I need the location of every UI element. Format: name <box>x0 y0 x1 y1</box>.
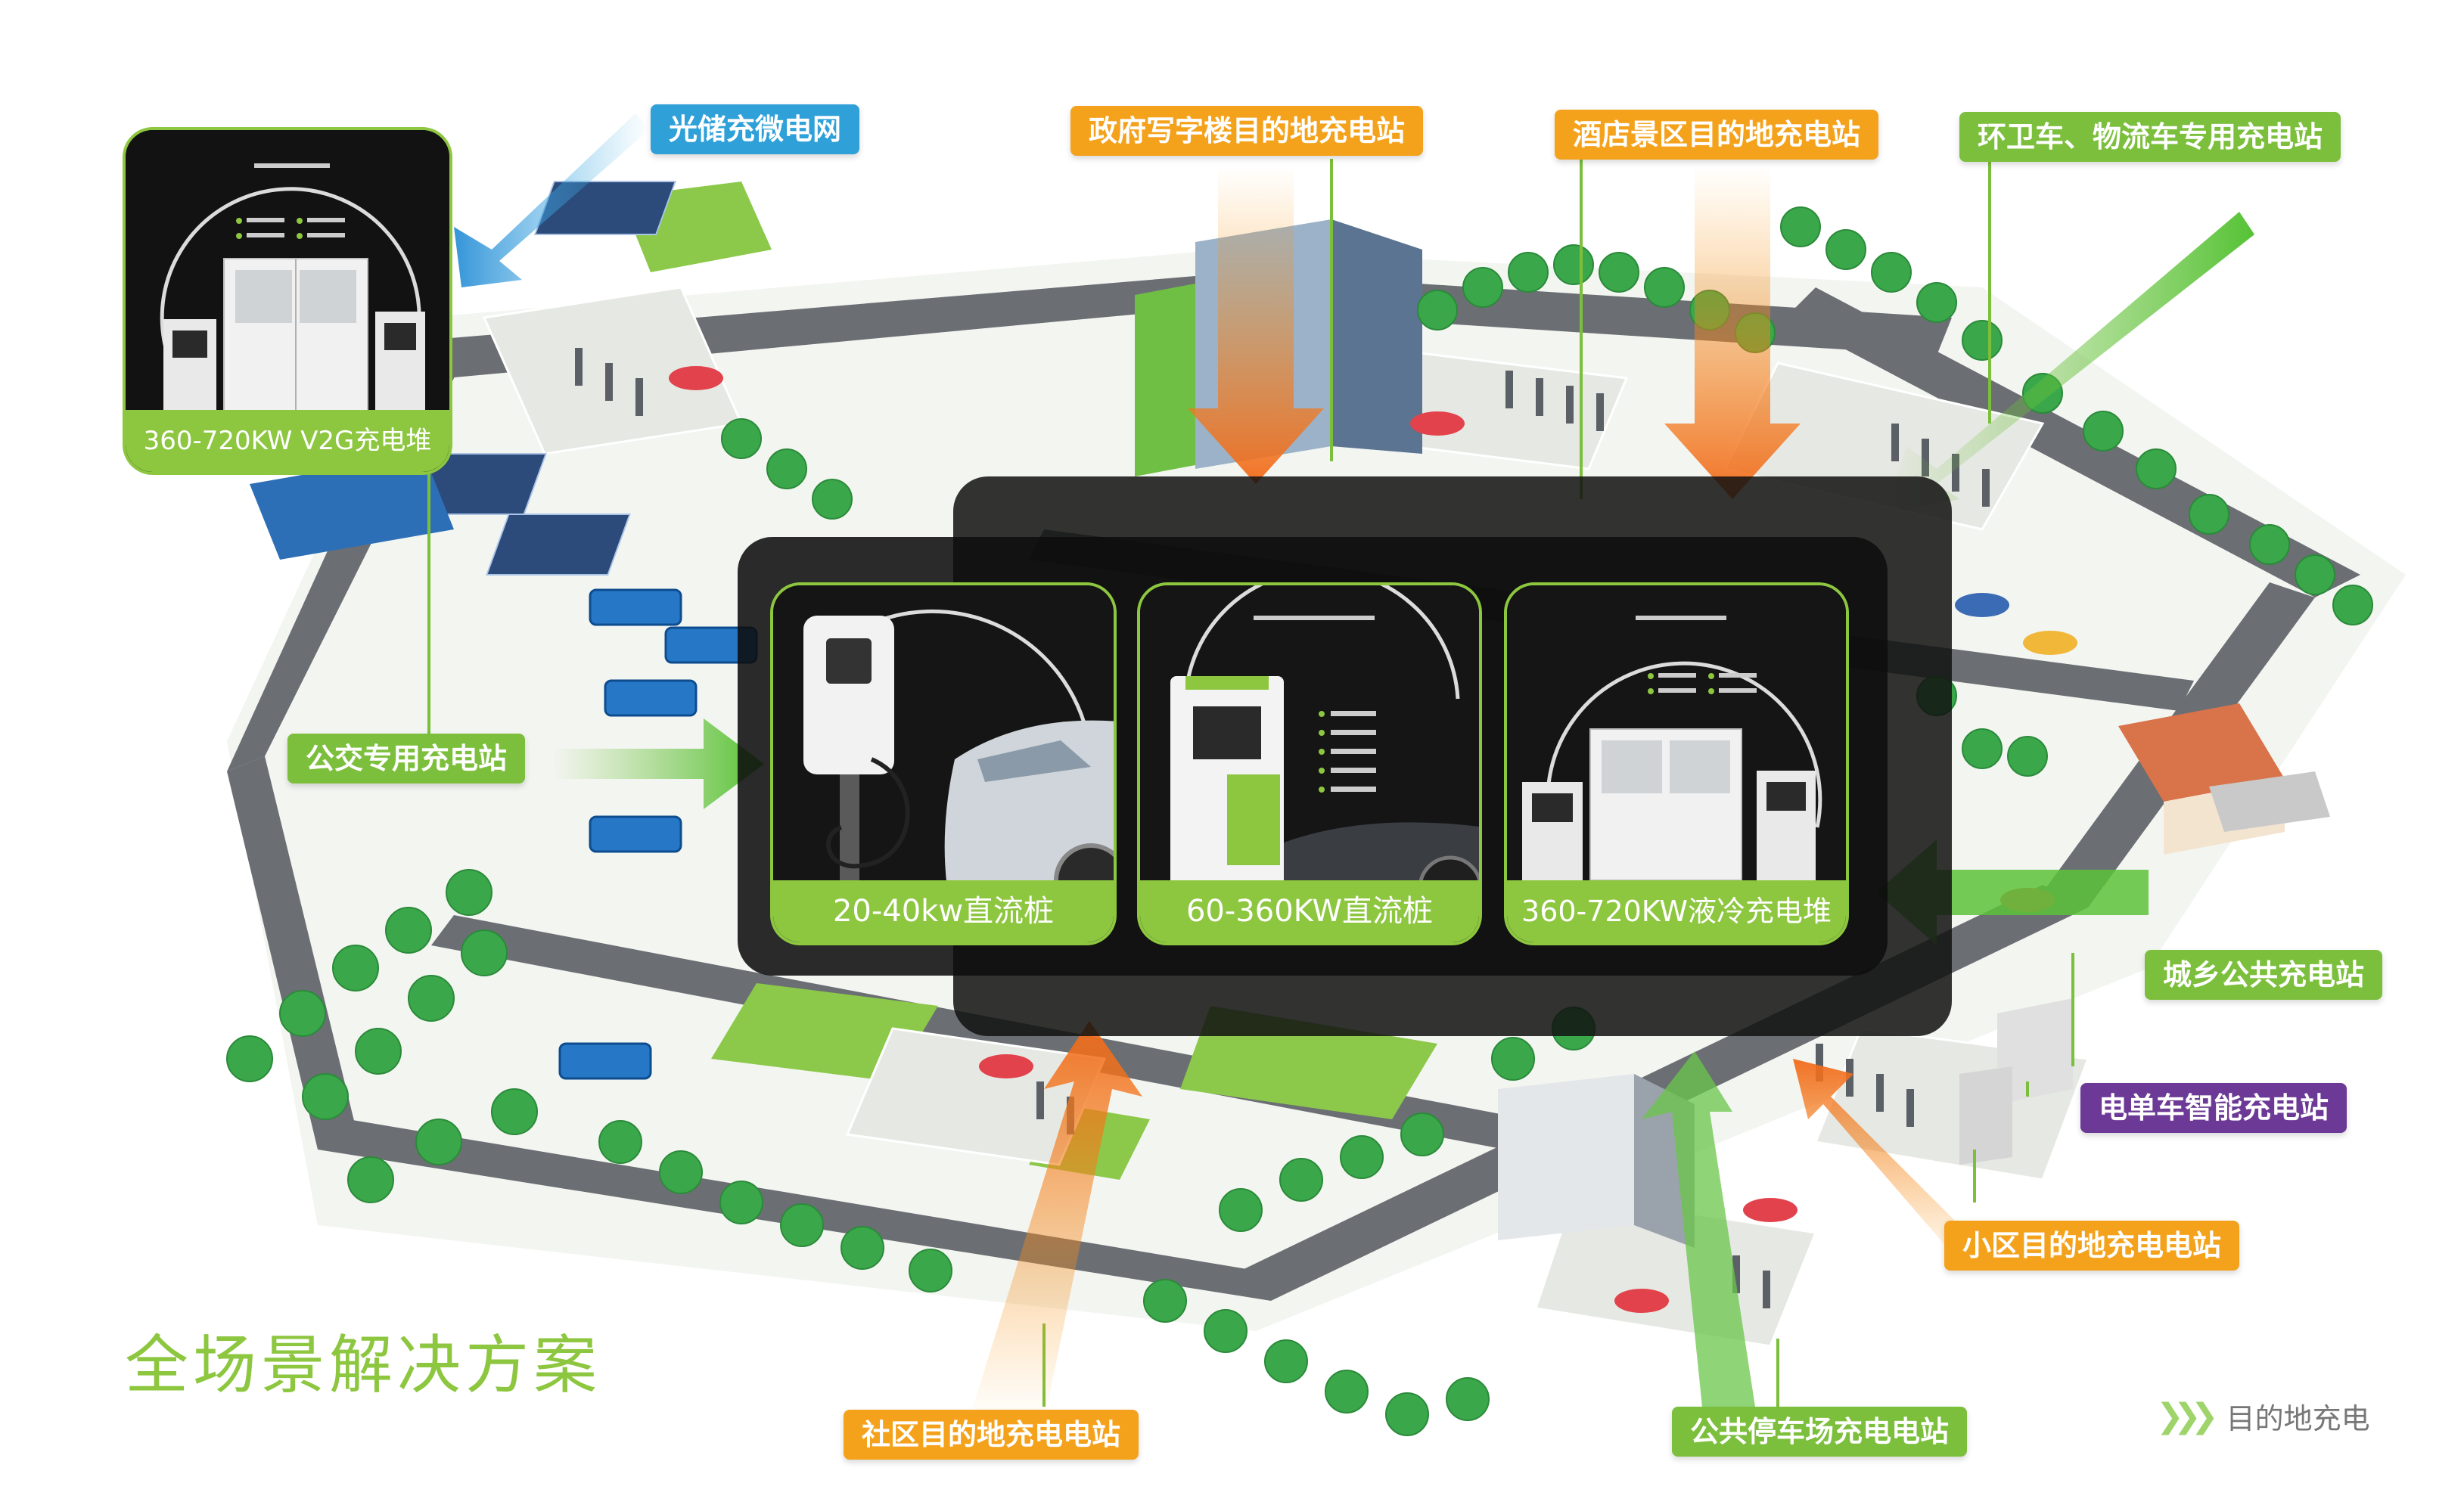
footer-note-text: 目的地充电 <box>2226 1402 2370 1435</box>
dc-small-caption: 20-40kw直流桩 <box>773 880 1114 942</box>
liquid-caption: 360-720KW液冷充电堆 <box>1507 880 1846 942</box>
dc-mid-caption: 60-360KW直流桩 <box>1140 880 1479 942</box>
product-card-liquid[interactable]: 360-720KW液冷充电堆 <box>1504 582 1849 945</box>
label-community[interactable]: 社区目的地充电电站 <box>844 1410 1139 1460</box>
page-title: 全场景解决方案 <box>125 1328 602 1402</box>
product-card-dc-mid[interactable]: 60-360KW直流桩 <box>1137 582 1482 945</box>
product-card-v2g[interactable]: 360-720KW V2G充电堆 <box>123 127 452 475</box>
label-microgrid[interactable]: 光储充微电网 <box>651 104 860 154</box>
label-sanitation-logistics[interactable]: 环卫车、物流车专用充电站 <box>1959 112 2341 162</box>
label-hotel-scenic[interactable]: 酒店景区目的地充电站 <box>1555 110 1879 160</box>
label-public-parking[interactable]: 公共停车场充电电站 <box>1672 1407 1968 1457</box>
label-gov-office[interactable]: 政府写字楼目的地充电站 <box>1070 106 1424 156</box>
product-card-dc-small[interactable]: 20-40kw直流桩 <box>770 582 1117 945</box>
chevrons-icon: ❯❯❯ <box>2156 1397 2219 1435</box>
label-ebike[interactable]: 电单车智能充电站 <box>2080 1083 2347 1133</box>
footer-note: ❯❯❯ 目的地充电 <box>2156 1395 2370 1437</box>
v2g-caption: 360-720KW V2G充电堆 <box>126 410 449 472</box>
label-urban-rural[interactable]: 城乡公共充电站 <box>2145 950 2383 1000</box>
label-bus[interactable]: 公交专用充电站 <box>287 734 526 784</box>
label-residential[interactable]: 小区目的地充电电站 <box>1944 1221 2240 1271</box>
